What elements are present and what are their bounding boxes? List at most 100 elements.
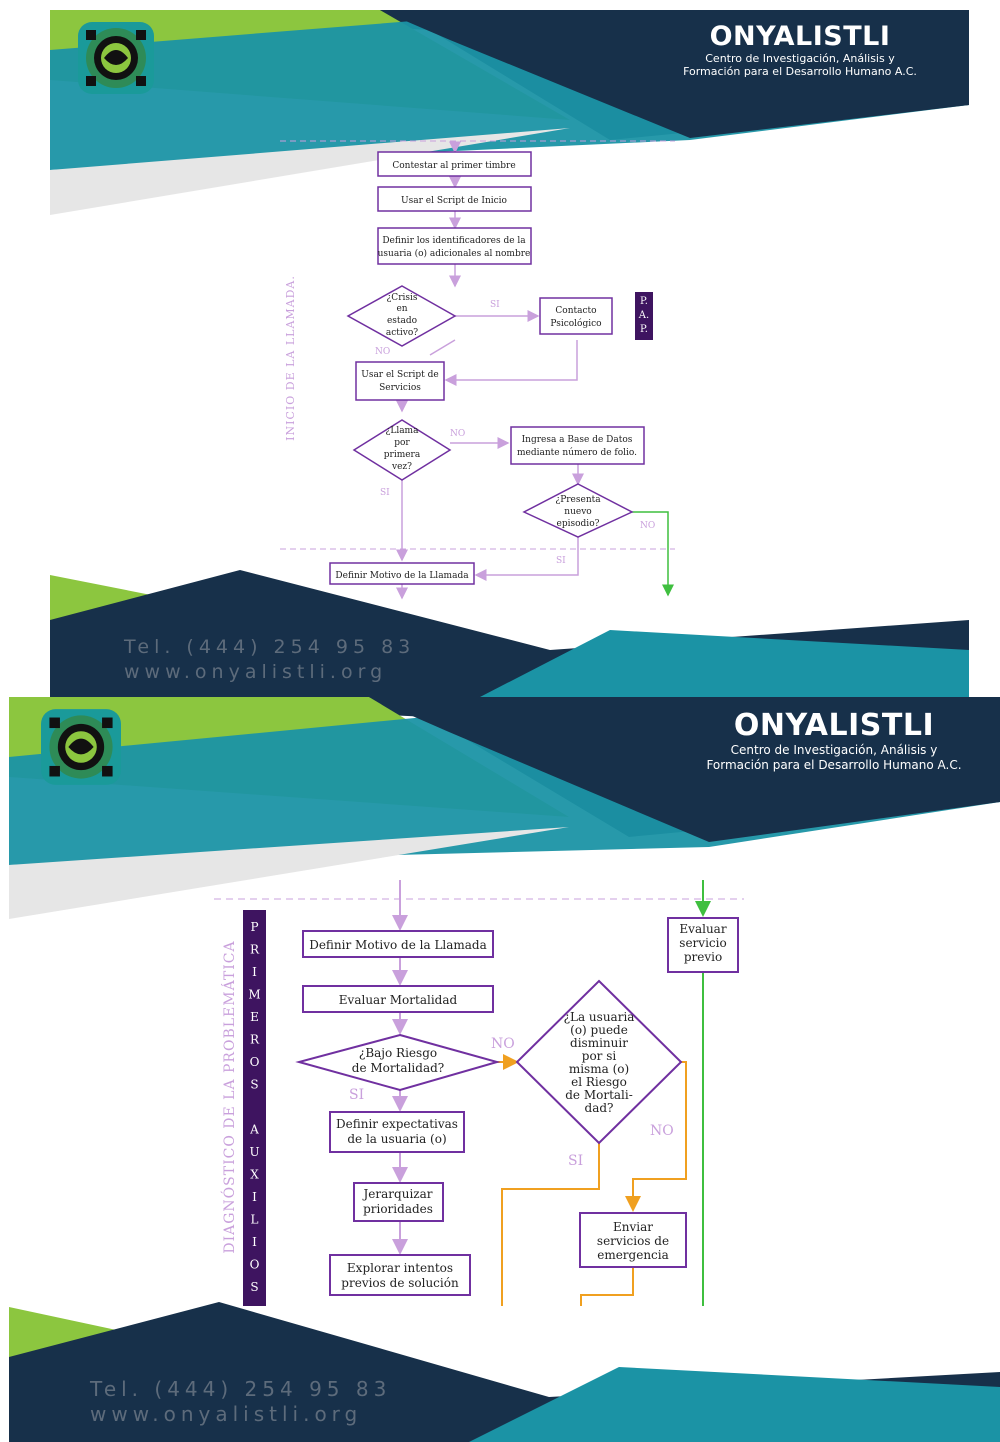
box-definir-expectativas	[329, 1111, 465, 1153]
band-letter: X	[250, 1168, 259, 1182]
box-identificadores	[377, 227, 532, 265]
decision-riesgo-line1: ¿Bajo Riesgo	[359, 1046, 437, 1060]
step-identificadores-line2: usuaria (o) adicionales al nombre	[378, 248, 531, 259]
band-letter: O	[250, 1055, 260, 1069]
brand-block: ONYALISTLI Centro de Investigación, Anál…	[680, 21, 920, 79]
label-no-riesgo: NO	[491, 1036, 515, 1052]
box-base-datos	[510, 426, 645, 465]
step-evaluar-line2: servicio	[679, 936, 726, 950]
decision-nuevo-episodio	[522, 483, 634, 538]
decision-disminuir-line3: disminuir	[570, 1036, 628, 1050]
decision-episodio-line3: episodio?	[557, 519, 600, 529]
brand-name: ONYALISTLI	[733, 708, 935, 743]
decision-disminuir-line4: por si	[582, 1049, 617, 1063]
decision-disminuir-line6: el Riesgo	[571, 1075, 627, 1089]
slide-background	[50, 10, 969, 697]
flowchart-inicio: Contestar al primer timbre Usar el Scrip…	[280, 140, 675, 600]
step-script-inicio-label: Usar el Script de Inicio	[401, 196, 507, 206]
band-letter: I	[252, 965, 257, 979]
label-no-episodio: NO	[640, 521, 655, 531]
brand-subtitle-line1: Centro de Investigación, Análisis y	[730, 743, 938, 757]
flow-connectors	[396, 141, 584, 600]
decision-episodio-line1: ¿Presenta	[555, 495, 601, 505]
label-si-crisis: SI	[490, 300, 500, 310]
label-si-riesgo: SI	[349, 1087, 364, 1103]
decision-crisis	[346, 285, 457, 347]
decision-riesgo-line2: de Mortalidad?	[352, 1061, 444, 1075]
box-contestar	[377, 151, 532, 177]
step-contacto-line1: Contacto	[555, 306, 596, 316]
band-letter: E	[250, 1010, 259, 1024]
step-explorar-line2: previos de solución	[341, 1276, 459, 1290]
decision-disminuir-line5: misma (o)	[569, 1062, 629, 1076]
contact-website: www.onyalistli.org	[124, 661, 388, 683]
orange-connectors	[497, 1054, 687, 1306]
brand-subtitle-line2: Formación para el Desarrollo Humano A.C.	[706, 758, 962, 772]
step-explorar-line1: Explorar intentos	[347, 1261, 453, 1275]
section-label-inicio: INICIO DE LA LLAMADA.	[284, 275, 297, 441]
decision-disminuir-line2: (o) puede	[570, 1023, 628, 1037]
pap-badge	[635, 292, 653, 340]
box-script-servicios	[355, 361, 445, 401]
decision-crisis-line4: activo?	[386, 328, 418, 338]
step-base-datos-line2: mediante número de folio.	[517, 447, 637, 458]
contact-phone: Tel. (444) 254 95 83	[124, 636, 416, 658]
step-evaluar-line1: Evaluar	[679, 922, 726, 936]
pap-letter-3: P.	[640, 324, 648, 335]
step-enviar-line3: emergencia	[597, 1248, 669, 1262]
decision-disminuir-riesgo	[515, 979, 683, 1145]
decision-primera-vez	[352, 419, 452, 481]
step-enviar-line1: Enviar	[613, 1220, 653, 1234]
step-motivo-label: Definir Motivo de la Llamada	[335, 571, 469, 581]
band-letter: U	[249, 1145, 259, 1159]
label-no-crisis: NO	[375, 347, 390, 357]
band-letter: L	[251, 1213, 259, 1227]
brand-subtitle-line2: Formación para el Desarrollo Humano A.C.	[683, 65, 917, 78]
step-contacto-line2: Psicológico	[550, 318, 601, 329]
label-no-disminuir: NO	[650, 1123, 674, 1139]
band-letter: I	[252, 1190, 257, 1204]
step-script-servicios-line1: Usar el Script de	[361, 370, 439, 380]
step-mortalidad-label: Evaluar Mortalidad	[339, 993, 458, 1007]
section-label-diagnostico: DIAGNÓSTICO DE LA PROBLEMÁTICA	[220, 940, 238, 1253]
box-enviar-emergencia	[579, 1212, 687, 1268]
step-expectativas-line1: Definir expectativas	[336, 1117, 458, 1131]
pap-letter-2: A.	[638, 310, 649, 321]
slide-inicio-llamada: ONYALISTLI Centro de Investigación, Anál…	[50, 10, 969, 697]
decision-primera-line3: primera	[384, 450, 421, 460]
box-motivo-llamada	[302, 930, 494, 958]
band-letter: I	[252, 1235, 257, 1249]
decision-primera-line1: ¿Llama	[386, 426, 420, 436]
primeros-auxilios-band	[243, 910, 266, 1306]
band-letter: S	[250, 1280, 258, 1294]
step-expectativas-line2: de la usuaria (o)	[347, 1132, 446, 1146]
band-letter: P	[250, 920, 258, 934]
onyalistli-logo-icon	[78, 22, 154, 94]
onyalistli-logo-icon	[41, 709, 121, 785]
band-letter: A	[249, 1123, 259, 1137]
box-contacto-psicologico	[539, 297, 613, 335]
brand-name: ONYALISTLI	[709, 21, 891, 52]
green-arrow-no-episodio	[632, 511, 674, 597]
slide-diagnostico: ONYALISTLI Centro de Investigación, Anál…	[9, 697, 1000, 1442]
label-si-primera: SI	[380, 488, 390, 498]
band-letter: S	[250, 1078, 258, 1092]
box-motivo-llamada	[329, 562, 475, 585]
step-evaluar-line3: previo	[684, 950, 722, 964]
contact-block: Tel. (444) 254 95 83 www.onyalistli.org	[124, 635, 415, 685]
brand-subtitle-line1: Centro de Investigación, Análisis y	[705, 52, 895, 65]
decision-disminuir-line8: dad?	[585, 1101, 614, 1115]
box-evaluar-mortalidad	[302, 985, 494, 1013]
brand-block: ONYALISTLI Centro de Investigación, Anál…	[689, 709, 979, 773]
step-contestar-label: Contestar al primer timbre	[392, 161, 515, 171]
step-identificadores-line1: Definir los identificadores de la	[382, 236, 526, 246]
decision-bajo-riesgo	[295, 1033, 501, 1092]
decision-episodio-line2: nuevo	[564, 507, 591, 517]
box-jerarquizar	[353, 1182, 444, 1222]
contact-phone: Tel. (444) 254 95 83	[90, 1377, 392, 1401]
decision-crisis-line1: ¿Crisis	[386, 293, 417, 303]
contact-website: www.onyalistli.org	[90, 1402, 363, 1426]
decision-disminuir-line7: de Mortali-	[565, 1088, 633, 1102]
slide-background	[9, 697, 1000, 1442]
